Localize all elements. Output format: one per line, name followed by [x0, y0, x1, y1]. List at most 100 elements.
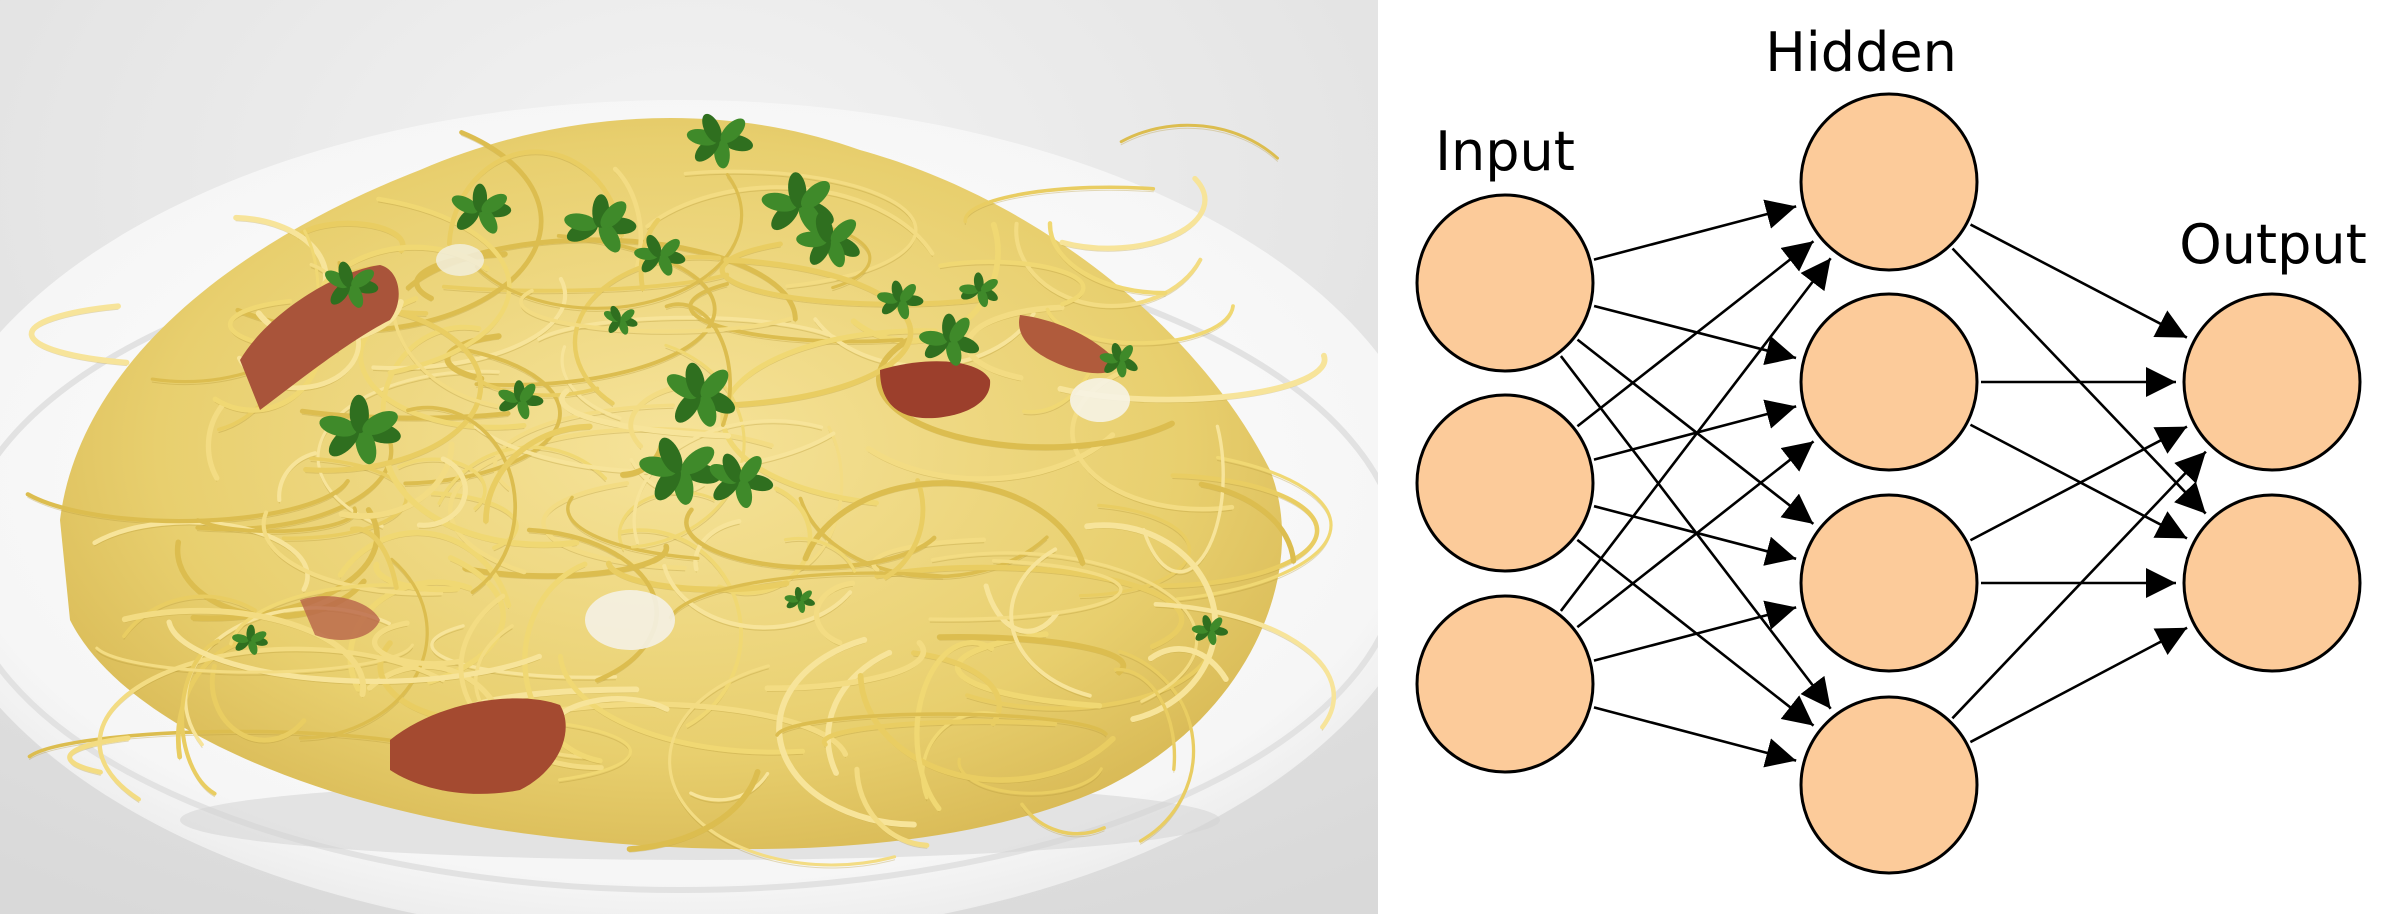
- layer-label-output: Output: [2179, 213, 2367, 276]
- parsley-leaf: [720, 118, 746, 144]
- parsley-leaf: [646, 234, 662, 258]
- parsley-leaf: [696, 391, 717, 427]
- pasta-strand: [448, 426, 774, 575]
- pasta-strand: [662, 564, 853, 630]
- pasta-strand: [67, 735, 131, 775]
- parsley-leaf: [897, 298, 910, 320]
- connection-arrow: [1969, 423, 2188, 540]
- pasta-strand: [717, 486, 813, 596]
- pasta-strand: [122, 594, 257, 639]
- parsley-leaf: [618, 318, 629, 335]
- parsley-leaf: [977, 288, 989, 308]
- pasta-strand: [493, 403, 676, 491]
- pasta-strand: [964, 304, 1065, 381]
- bacon-piece: [1019, 315, 1120, 374]
- pasta-strand: [983, 583, 1060, 634]
- pasta-strand: [617, 528, 744, 728]
- parsley-leaf: [945, 337, 962, 366]
- parsley-leaf: [685, 362, 705, 399]
- connection-arrow: [1559, 257, 1832, 612]
- input-neuron: [1415, 393, 1595, 573]
- parsley-leaf: [919, 330, 948, 346]
- pasta-photo-illustration: [0, 0, 1378, 914]
- pasta-strand: [92, 519, 310, 592]
- pasta-strand: [557, 653, 806, 755]
- pasta-strand: [874, 564, 1185, 650]
- parsley-leaf: [610, 305, 621, 322]
- pasta-strand: [965, 647, 1214, 711]
- parsley-leaf: [362, 410, 398, 436]
- parsley-leaf: [330, 282, 351, 305]
- hidden-neuron: [1799, 92, 1979, 272]
- parsley-leaf: [794, 586, 803, 602]
- parsley-leaf: [959, 284, 979, 295]
- parsley-leaf: [481, 193, 507, 214]
- connection-arrow: [1576, 240, 1815, 428]
- parsley-leaf: [355, 426, 377, 465]
- parsley-leaf: [800, 180, 831, 209]
- pasta-strand: [1014, 221, 1203, 308]
- parsley-leaf: [1119, 345, 1133, 362]
- pasta-strand: [911, 650, 1002, 726]
- pasta-strand: [28, 303, 130, 366]
- pasta-strand: [559, 388, 731, 439]
- pasta-strand: [303, 300, 484, 473]
- pasta-strand: [963, 185, 1156, 224]
- connection-arrow: [1969, 425, 2188, 542]
- pasta-strand: [1118, 649, 1196, 843]
- pasta-strand: [883, 478, 926, 580]
- parsley-leaf: [784, 595, 799, 603]
- parsley-leaf: [598, 221, 621, 253]
- parsley-leaf: [658, 437, 683, 474]
- parsley-leaf: [351, 269, 375, 289]
- pasta-strand: [1078, 503, 1191, 598]
- pasta-strand: [775, 712, 1108, 737]
- garlic-slices: [436, 244, 1130, 650]
- pasta-strand: [566, 495, 700, 561]
- pasta-strand-shadow: [964, 189, 1154, 225]
- pasta-strand: [277, 451, 318, 503]
- pasta-strand: [337, 530, 512, 609]
- pasta-strand: [560, 345, 622, 420]
- pasta-strand: [462, 543, 670, 579]
- pasta-strand: [821, 719, 1058, 747]
- parsley-leaf: [1120, 357, 1138, 372]
- pasta-strand: [928, 559, 1123, 621]
- pasta-strand: [854, 766, 930, 848]
- parsley-leaf: [654, 466, 681, 501]
- pasta-strand: [783, 536, 857, 573]
- pasta-strand: [764, 639, 927, 692]
- parsley-leaf: [702, 113, 722, 143]
- parsley-garnish: [232, 113, 1229, 655]
- connection-arrow: [1593, 706, 1797, 768]
- parsley-leaf: [735, 477, 753, 509]
- parsley-leaf: [248, 638, 258, 655]
- pasta-strand-shadow: [776, 716, 1107, 739]
- pasta-strand: [261, 510, 444, 596]
- pasta-strand: [522, 561, 603, 764]
- pasta-strand: [938, 259, 1086, 307]
- parsley-leaf: [800, 590, 812, 602]
- pasta-strand: [1142, 424, 1225, 574]
- connections: [1559, 199, 2207, 768]
- parsley-leaf: [620, 309, 635, 322]
- pasta-strand: [930, 551, 1199, 703]
- pasta-strand-shadow: [538, 319, 843, 346]
- parsley-leaf: [761, 192, 798, 212]
- hidden-neuron: [1799, 493, 1979, 673]
- parsley-leaf: [451, 195, 479, 214]
- pasta-strand-shadow: [669, 668, 896, 869]
- parsley-leaf: [347, 282, 364, 308]
- pasta-strand: [776, 636, 917, 828]
- layer-label-hidden: Hidden: [1765, 21, 1957, 84]
- layer-label-input: Input: [1435, 120, 1575, 183]
- parsley-leaf: [980, 279, 998, 293]
- connection-arrow: [1593, 600, 1797, 662]
- pasta-strand-shadow: [690, 776, 768, 804]
- pasta-strand: [617, 490, 716, 551]
- connection-arrow: [1969, 223, 2188, 339]
- pasta-strand: [857, 672, 1116, 783]
- neural-network-diagram: Input Hidden Output: [1378, 0, 2402, 914]
- pasta-strand: [1153, 601, 1337, 730]
- pasta-strand: [957, 757, 1103, 795]
